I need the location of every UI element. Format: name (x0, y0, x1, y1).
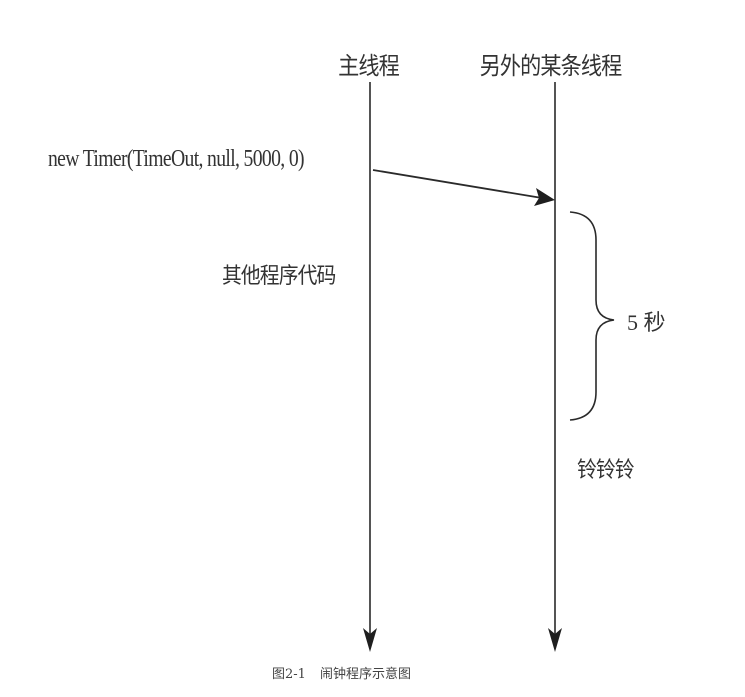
other-code-label: 其他程序代码 (222, 264, 336, 289)
main-thread-title: 主线程 (338, 52, 400, 80)
main-thread-lifeline (363, 82, 377, 652)
figure-number: 图2-1 (272, 667, 306, 682)
down-arrow-icon (363, 628, 377, 652)
ring-label: 铃铃铃 (577, 458, 635, 483)
timer-message-arrow (372, 169, 555, 206)
duration-label: 5 秒 (627, 310, 666, 335)
down-arrow-icon (548, 628, 562, 652)
figure-title: 闹钟程序示意图 (319, 667, 411, 682)
figure-caption: 图2-1 闹钟程序示意图 (272, 663, 411, 682)
other-thread-lifeline (548, 82, 562, 652)
other-thread-title: 另外的某条线程 (479, 52, 623, 80)
duration-brace (569, 211, 615, 421)
timer-call-label: new Timer(TimeOut, null, 5000, 0) (48, 146, 305, 172)
right-arrow-icon (534, 188, 555, 206)
